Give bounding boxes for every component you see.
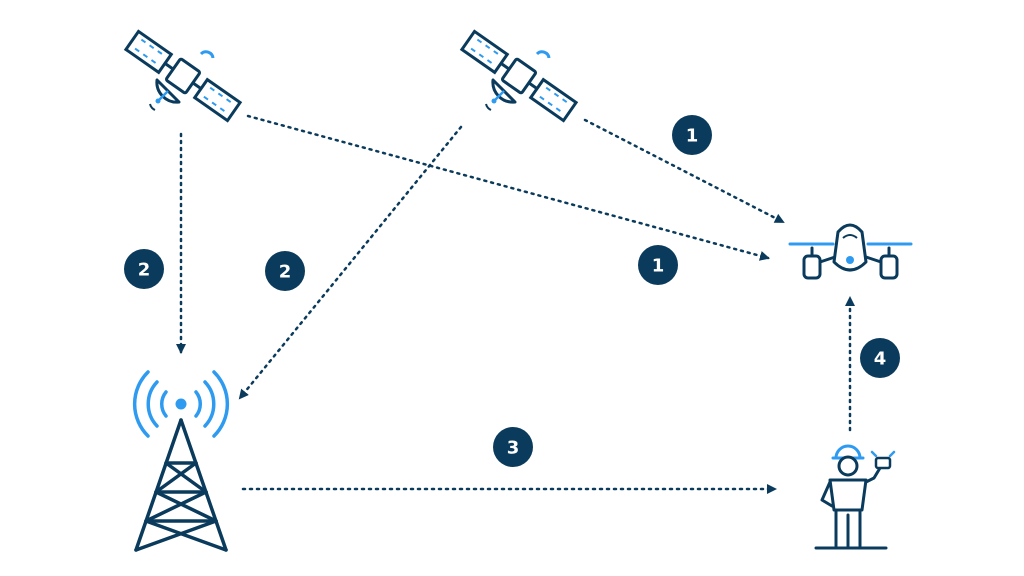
- svg-text:2: 2: [138, 260, 151, 281]
- path-sat-right-to-drone: [583, 118, 785, 224]
- svg-text:2: 2: [279, 262, 292, 283]
- radio-tower-icon: [132, 370, 230, 552]
- satellite-icon: [459, 28, 579, 124]
- badge-2-sat-right-to-tower: 2: [265, 251, 305, 291]
- path-sat-right-to-tower: [238, 125, 463, 400]
- svg-text:4: 4: [874, 349, 887, 370]
- svg-text:1: 1: [652, 256, 665, 277]
- drone-icon: [788, 223, 913, 280]
- svg-text:3: 3: [507, 438, 520, 459]
- badge-1-sat-right-to-drone: 1: [672, 115, 712, 155]
- svg-text:1: 1: [686, 126, 699, 147]
- path-sat-left-to-drone: [246, 114, 770, 261]
- badge-1-sat-left-to-drone: 1: [638, 245, 678, 285]
- badge-4-operator-to-drone: 4: [860, 338, 900, 378]
- signal-paths: [176, 114, 855, 494]
- operator-with-controller-icon: [814, 444, 896, 550]
- badge-3-tower-to-operator: 3: [493, 427, 533, 467]
- badge-2-sat-left-to-tower: 2: [124, 249, 164, 289]
- satellite-icon: [123, 28, 243, 124]
